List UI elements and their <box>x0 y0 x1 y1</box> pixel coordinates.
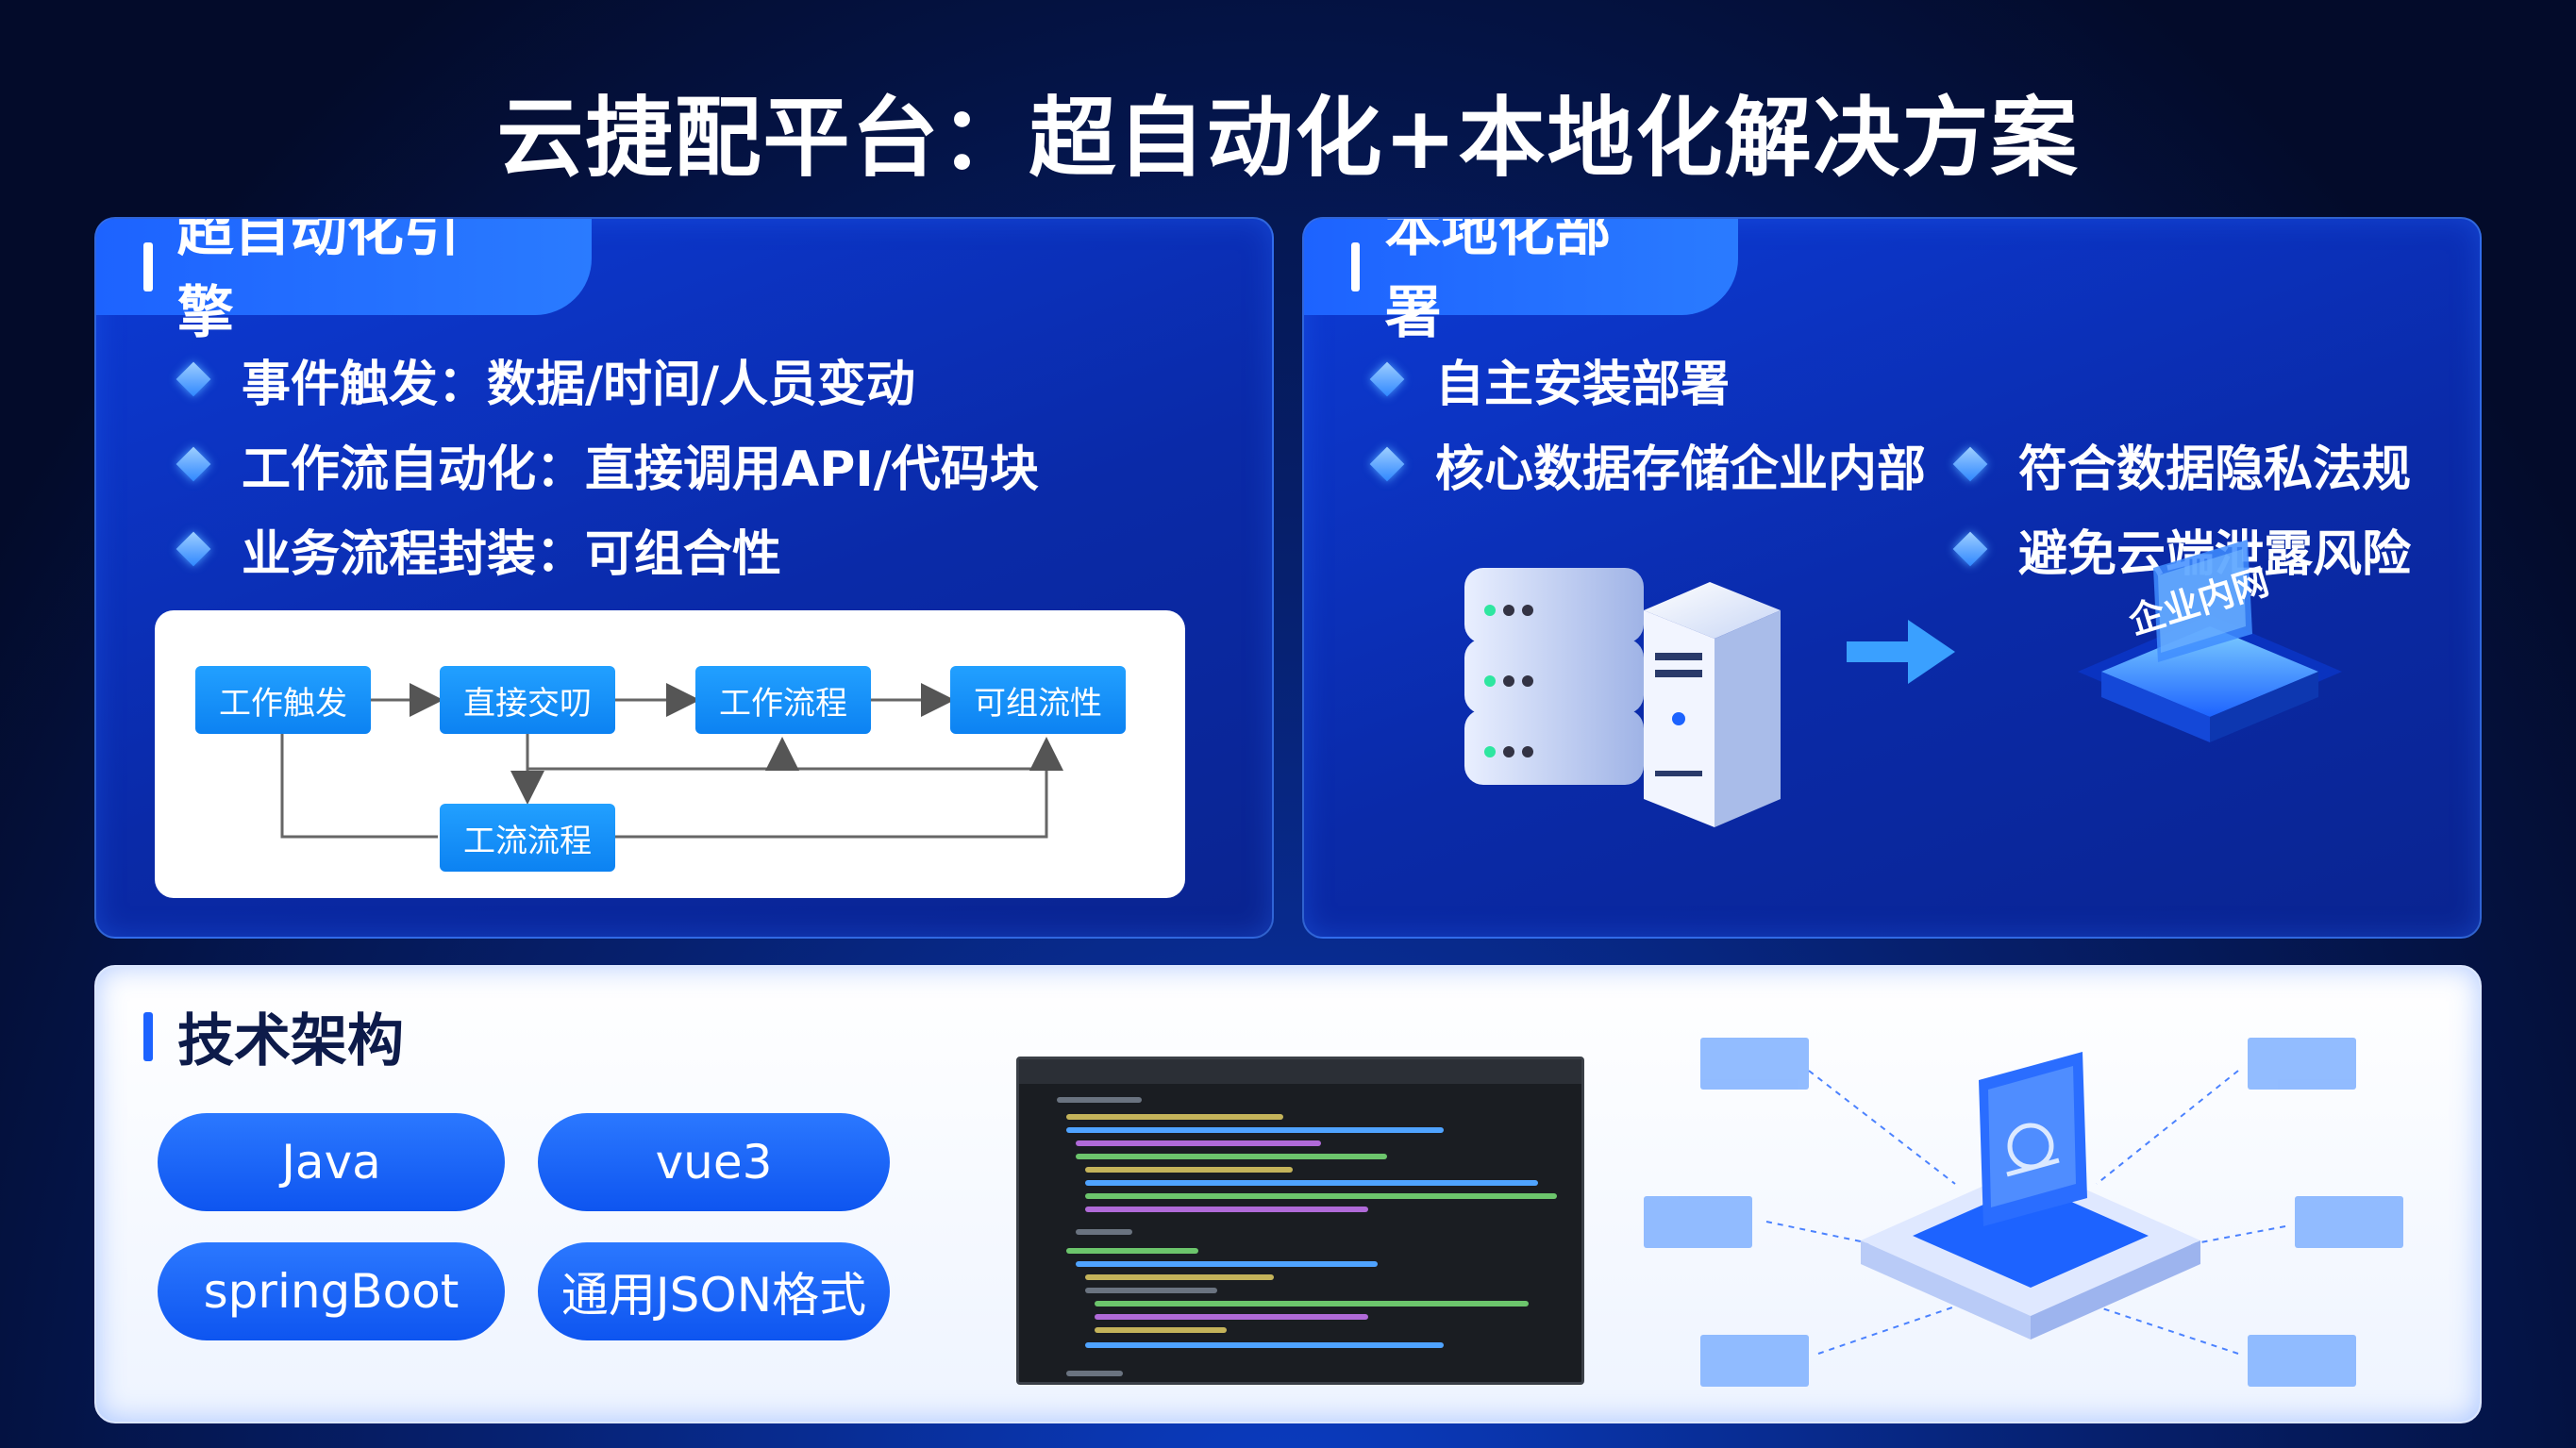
node-card <box>1644 1196 1752 1248</box>
bullet-item: 核心数据存储企业内部 <box>1369 422 1927 507</box>
tab-bar-marker <box>143 242 153 291</box>
tech-pill-vue3: vue3 <box>538 1113 890 1211</box>
bullet-item: 工作流自动化：直接调用API/代码块 <box>176 422 1039 507</box>
tech-pill-json: 通用JSON格式 <box>538 1242 890 1340</box>
hyperautomation-panel: 超自动化引擎 事件触发：数据/时间/人员变动 工作流自动化：直接调用API/代码… <box>94 217 1274 939</box>
diamond-icon <box>1369 361 1405 397</box>
local-deploy-bullets-left: 自主安装部署 核心数据存储企业内部 <box>1369 337 1927 507</box>
flow-node-direct: 直接交叨 <box>440 666 615 734</box>
diamond-icon <box>1952 446 1988 482</box>
bullet-text: 工作流自动化：直接调用API/代码块 <box>242 441 1039 498</box>
bullet-text: 自主安装部署 <box>1435 356 1731 413</box>
bullet-text: 事件触发：数据/时间/人员变动 <box>242 356 915 413</box>
tech-pill-springboot: springBoot <box>158 1242 505 1340</box>
node-card <box>2295 1196 2403 1248</box>
code-editor-titlebar <box>1019 1059 1581 1084</box>
workflow-diagram: 工作触发 直接交叨 工作流程 可组流性 工流流程 <box>155 610 1185 898</box>
code-editor-screenshot <box>1016 1057 1584 1385</box>
central-platform-icon <box>1861 1052 2200 1340</box>
node-card <box>1700 1038 1809 1090</box>
diamond-icon <box>1369 446 1405 482</box>
diamond-icon <box>176 531 211 567</box>
workflow-connectors <box>280 683 1063 839</box>
node-card <box>2248 1038 2356 1090</box>
bullet-text: 业务流程封装：可组合性 <box>242 525 782 583</box>
tab-bar-marker <box>1351 242 1361 291</box>
server-stack-icon <box>1464 568 1644 785</box>
tech-architecture-panel: 技术架构 Java vue3 springBoot 通用JSON格式 <box>94 965 2482 1423</box>
page-title: 云捷配平台：超自动化+本地化解决方案 <box>496 88 2080 189</box>
local-deploy-tab: 本地化部署 <box>1304 219 1738 346</box>
node-card <box>2248 1335 2356 1387</box>
deployment-illustration: 企业内网 <box>1464 540 2342 827</box>
flow-node-workflow: 工作流程 <box>695 666 871 734</box>
diamond-icon <box>176 361 211 397</box>
bullet-item: 自主安装部署 <box>1369 337 1926 422</box>
bullet-item: 业务流程封装：可组合性 <box>176 507 1039 591</box>
hyperautomation-heading: 超自动化引擎 <box>176 217 460 346</box>
bullet-text: 符合数据隐私法规 <box>2018 441 2412 498</box>
tech-pill-java: Java <box>158 1113 505 1211</box>
flow-node-trigger: 工作触发 <box>195 666 371 734</box>
intranet-platform-icon <box>2078 540 2342 742</box>
tech-architecture-heading: 技术架构 <box>177 1008 404 1074</box>
bullet-text: 核心数据存储企业内部 <box>1435 441 1927 498</box>
hyperautomation-bullets: 事件触发：数据/时间/人员变动 工作流自动化：直接调用API/代码块 业务流程封… <box>176 337 1039 591</box>
diamond-icon <box>176 446 211 482</box>
local-deploy-panel: 本地化部署 自主安装部署 核心数据存储企业内部 符合数据隐私法规 避免云端泄露风… <box>1302 217 2482 939</box>
hyperautomation-tab: 超自动化引擎 <box>96 219 592 346</box>
tower-server-icon <box>1644 582 1781 827</box>
node-card <box>1700 1335 1809 1387</box>
bullet-item: 事件触发：数据/时间/人员变动 <box>176 337 1039 422</box>
architecture-network-illustration <box>1644 1038 2403 1387</box>
flow-node-composable: 可组流性 <box>950 666 1126 734</box>
header-bar-marker <box>143 1011 153 1061</box>
bullet-item: 符合数据隐私法规 <box>1952 422 2412 507</box>
tech-architecture-header: 技术架构 <box>143 995 404 1077</box>
local-deploy-heading: 本地化部署 <box>1384 217 1612 346</box>
flow-node-process: 工流流程 <box>440 804 615 872</box>
arrow-right-icon <box>1847 620 1955 684</box>
